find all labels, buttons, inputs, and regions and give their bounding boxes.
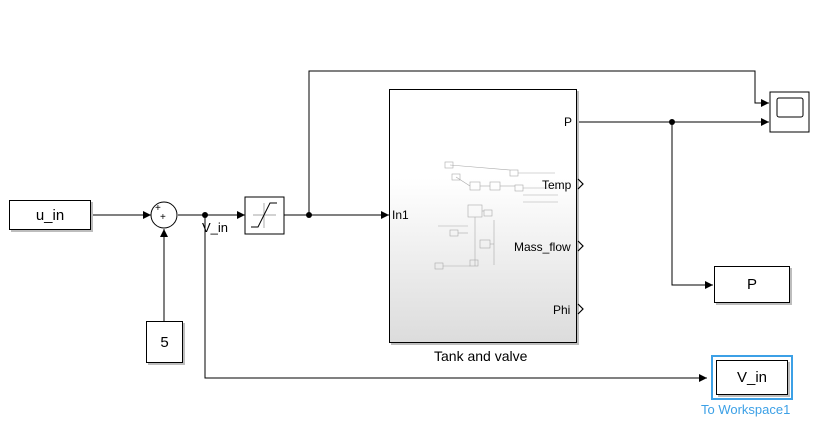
to-workspace-p-block[interactable]: P [714,266,790,303]
to-workspace-vin-name[interactable]: To Workspace1 [701,402,791,417]
subsystem-port-in1: In1 [392,208,409,222]
signal-label-vin[interactable]: V_in [202,220,229,235]
u-in-block[interactable]: u_in [9,200,91,230]
line-vin-branch[interactable] [204,215,707,382]
subsystem-preview [434,161,558,270]
sum-sign-bottom: + [160,212,166,223]
subsystem-port-mass-flow: Mass_flow [514,240,571,254]
constant-block[interactable]: 5 [146,321,183,363]
line-to-scope-top[interactable] [308,70,769,215]
scope-block[interactable] [769,91,810,133]
branch-point-vin [202,212,208,218]
to-workspace-vin-label: V_in [716,360,788,395]
subsystem-port-phi: Phi [553,303,571,317]
branch-point-sat [306,212,312,218]
line-p-to-workspace[interactable] [671,122,713,289]
saturation-block[interactable] [244,196,285,235]
sum-block[interactable] [150,201,178,229]
to-workspace-vin-block[interactable]: V_in [711,355,793,400]
subsystem-port-p: P [564,115,573,129]
tank-and-valve-subsystem[interactable] [389,89,577,343]
sum-sign-top: + [155,203,161,214]
branch-point-p [669,119,675,125]
subsystem-name[interactable]: Tank and valve [434,348,528,364]
subsystem-port-temp: Temp [542,178,572,192]
